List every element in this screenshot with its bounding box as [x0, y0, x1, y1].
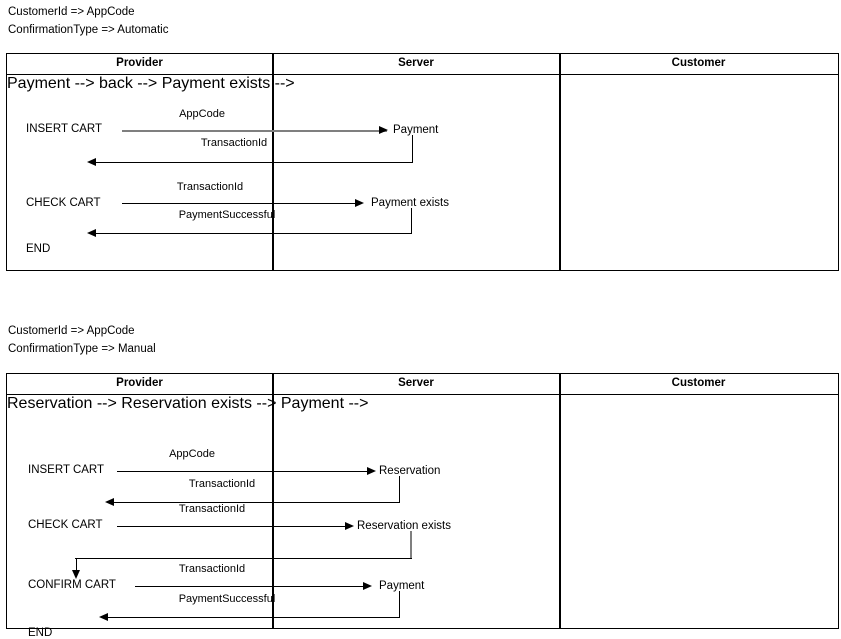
diagram-2-node-reservation-exists: Reservation exists — [357, 520, 451, 532]
diagram-2-arrowhead-appcode — [367, 467, 376, 475]
diagram-1-actor-insert-cart: INSERT CART — [26, 123, 103, 135]
diagram-1-actor-check-cart: CHECK CART — [26, 197, 101, 209]
diagram-2-message-transactionid-3: TransactionId — [178, 563, 246, 575]
diagram-1-node-payment: Payment — [393, 124, 439, 136]
diagram-1-arrowhead-transactionid-1 — [87, 158, 96, 166]
diagram-2-actor-end: END — [28, 627, 53, 639]
scenario-2-parameters: CustomerId => AppCode ConfirmationType =… — [8, 322, 156, 358]
diagram-1-arrowhead-paymentsuccessful — [87, 229, 96, 237]
diagram-2-actor-confirm-cart: CONFIRM CART — [28, 579, 116, 591]
diagram-2-node-payment: Payment — [379, 580, 425, 592]
diagram-1-message-transactionid-1: TransactionId — [200, 137, 268, 149]
diagram-1-header-sep-2 — [559, 54, 561, 74]
diagram-1-column-header-provider: Provider — [116, 57, 163, 69]
scenario-2-param-confirmationtype: ConfirmationType => Manual — [8, 343, 156, 355]
diagram-1-column-divider-provider-server — [272, 75, 274, 270]
diagram-2-column-divider-provider-server — [272, 395, 274, 628]
diagram-2-column-header-customer: Customer — [671, 377, 726, 389]
diagram-2-arrowhead-transactionid-3 — [363, 582, 372, 590]
diagram-1-column-divider-server-customer — [559, 75, 561, 270]
sequence-diagram-manual: Provider Server Customer Reservation -->… — [6, 373, 839, 639]
diagram-2-arrowhead-paymentsuccessful — [99, 613, 108, 621]
diagram-1-arrow-line-transactionid-2 — [122, 203, 360, 204]
diagram-2-header-row: Provider Server Customer — [7, 374, 838, 395]
scenario-2-param-customerid: CustomerId => AppCode — [8, 325, 135, 337]
diagram-1-arrowhead-transactionid-2 — [355, 199, 364, 207]
diagram-2-arrowhead-transactionid-2 — [345, 522, 354, 530]
diagram-1-return-stub-payment-exists — [411, 208, 412, 234]
diagram-1-return-line-transactionid-1 — [95, 162, 413, 163]
diagram-2-body: Reservation --> INSERT CART AppCode Rese… — [7, 395, 838, 639]
diagram-2-message-transactionid-1: TransactionId — [188, 478, 256, 490]
diagram-2-arrow-line-transactionid-2 — [117, 526, 349, 527]
diagram-2-actor-check-cart: CHECK CART — [28, 519, 103, 531]
diagram-1-actor-end: END — [26, 243, 51, 255]
diagram-2-column-divider-server-customer — [559, 395, 561, 628]
diagram-2-return-stub-reservation-exists — [410, 531, 412, 559]
diagram-2-actor-insert-cart: INSERT CART — [28, 464, 105, 476]
diagram-1-message-transactionid-2: TransactionId — [176, 181, 244, 193]
diagram-2-return-line-paymentsuccessful — [107, 617, 400, 618]
diagram-2-arrowhead-down-confirm — [72, 570, 80, 579]
scenario-1-parameters: CustomerId => AppCode ConfirmationType =… — [8, 3, 168, 39]
diagram-2-return-line-reservation-exists — [75, 558, 412, 559]
diagram-1-return-line-paymentsuccessful — [95, 233, 412, 234]
diagram-2-header-sep-2 — [559, 374, 561, 394]
diagram-2-message-paymentsuccessful: PaymentSuccessful — [178, 593, 276, 605]
diagram-2-return-stub-reservation — [399, 476, 400, 503]
diagram-1-node-payment-exists: Payment exists — [371, 197, 449, 209]
diagram-1-body: Payment --> INSERT CART AppCode Payment … — [7, 75, 838, 270]
diagram-1-column-header-customer: Customer — [671, 57, 726, 69]
diagram-2-arrow-line-transactionid-3 — [135, 586, 367, 587]
diagram-2-return-stub-payment — [399, 591, 400, 618]
diagram-1-header-row: Provider Server Customer — [7, 54, 838, 75]
scenario-1-param-customerid: CustomerId => AppCode — [8, 6, 135, 18]
diagram-2-message-transactionid-2: TransactionId — [178, 503, 246, 515]
diagram-2-column-header-server: Server — [398, 377, 434, 389]
diagram-2-branch-down-line — [76, 558, 77, 572]
diagram-2-return-line-transactionid-1 — [113, 502, 400, 503]
scenario-1-param-confirmationtype: ConfirmationType => Automatic — [8, 24, 169, 36]
diagram-1-return-stub-payment — [412, 135, 413, 163]
diagram-1-arrowhead-appcode — [379, 126, 388, 134]
diagram-1-column-header-server: Server — [398, 57, 434, 69]
diagram-2-arrowhead-transactionid-1 — [105, 498, 114, 506]
diagram-2-header-sep-1 — [272, 374, 274, 394]
diagram-2-message-appcode: AppCode — [169, 448, 215, 460]
sequence-diagram-automatic: Provider Server Customer Payment --> INS… — [6, 53, 839, 271]
diagram-1-header-sep-1 — [272, 54, 274, 74]
diagram-2-column-header-provider: Provider — [116, 377, 163, 389]
diagram-1-message-appcode: AppCode — [179, 108, 225, 120]
diagram-1-arrow-line-appcode — [122, 130, 387, 132]
diagram-2-arrow-line-appcode — [117, 471, 372, 472]
diagram-2-node-reservation: Reservation — [379, 465, 441, 477]
diagram-1-message-paymentsuccessful: PaymentSuccessful — [178, 209, 276, 221]
